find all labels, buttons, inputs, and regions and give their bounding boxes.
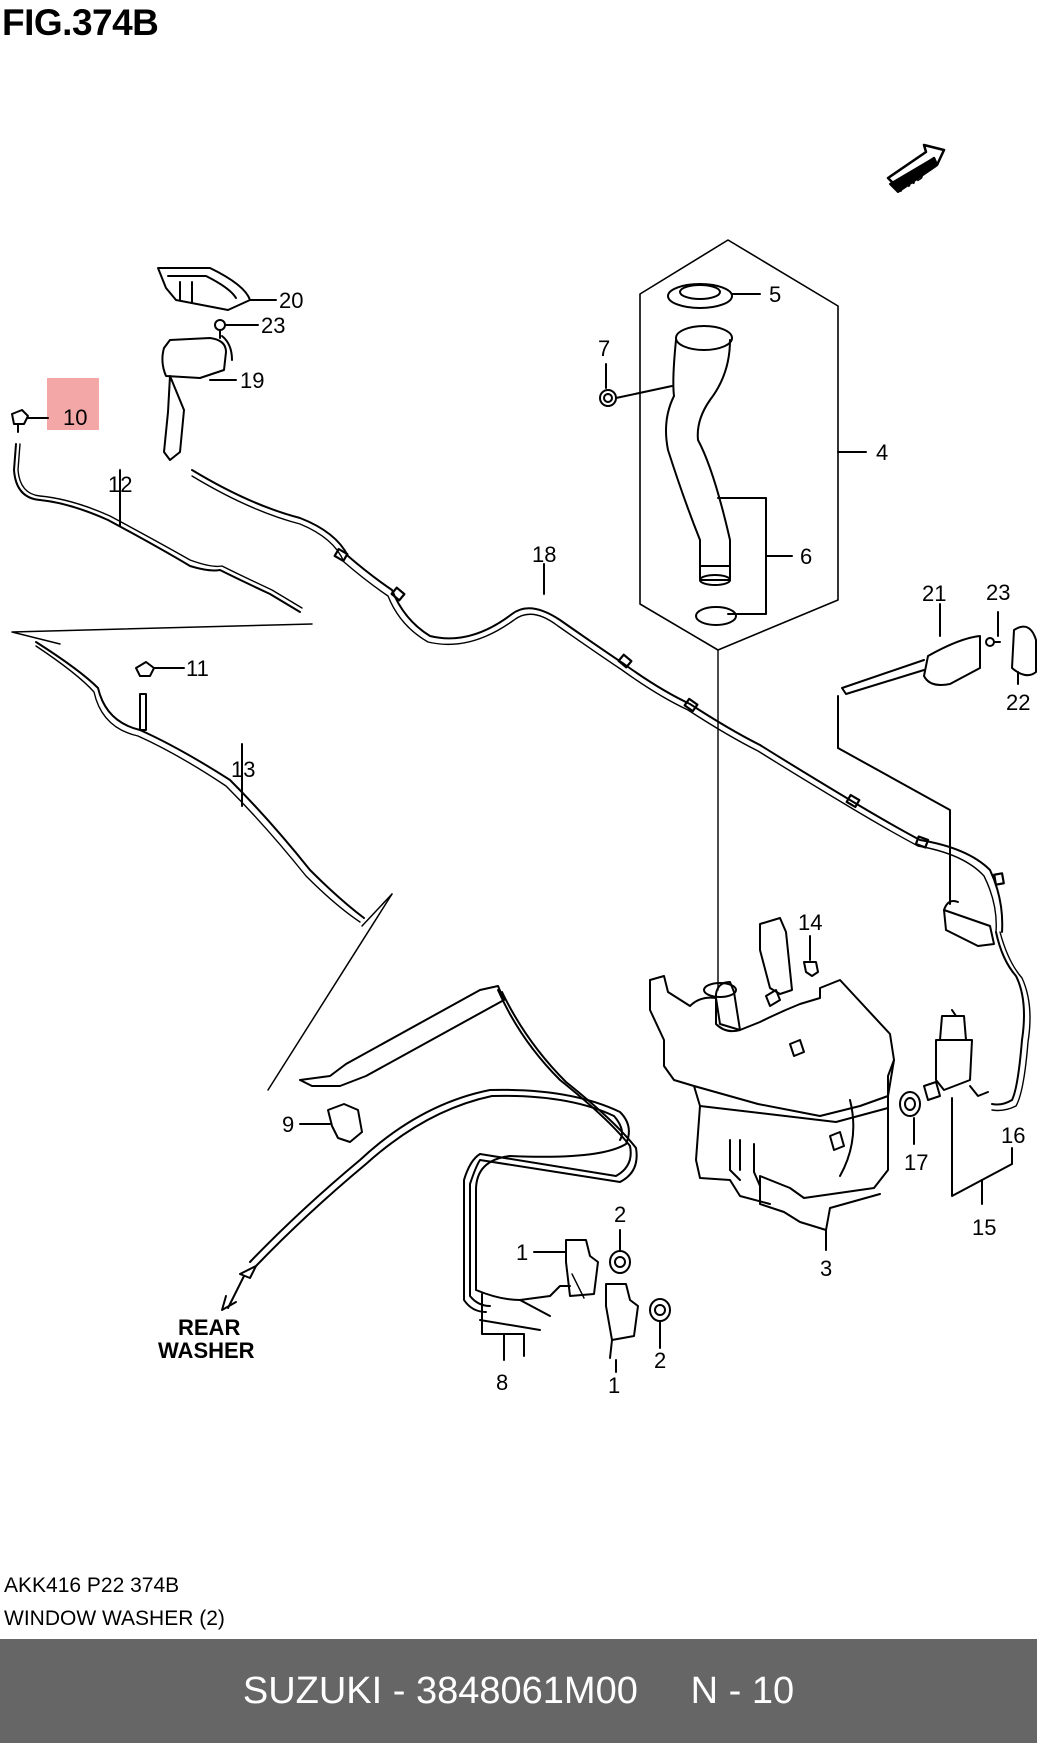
joint-part-10 xyxy=(11,409,49,433)
nozzle-cover-part-20 xyxy=(157,267,277,311)
callout-8: 8 xyxy=(496,1370,508,1395)
callout-1b: 1 xyxy=(608,1373,620,1398)
callout-7: 7 xyxy=(598,336,610,361)
callout-19: 19 xyxy=(240,368,264,393)
cover-part-22 xyxy=(1011,625,1037,685)
callout-23: 23 xyxy=(261,313,285,338)
rear-washer-label-line1: REAR xyxy=(178,1315,240,1340)
grommet-part-2-lower xyxy=(649,1298,671,1349)
rear-washer-label-line2: WASHER xyxy=(158,1338,255,1363)
cap-part-5 xyxy=(667,283,761,309)
nozzle-part-19 xyxy=(161,335,237,461)
bolt-part-14 xyxy=(803,935,819,977)
callout-9: 9 xyxy=(282,1112,294,1137)
callout-17: 17 xyxy=(904,1150,928,1175)
nozzle-part-21 xyxy=(837,603,981,905)
washer-tank-part-3 xyxy=(649,917,895,1251)
callout-23b: 23 xyxy=(986,580,1010,605)
screw-part-23 xyxy=(214,319,259,339)
pump-part-1-upper xyxy=(533,1239,599,1297)
pump-part-15 xyxy=(923,1009,989,1101)
grommet-part-2-upper xyxy=(609,1229,631,1274)
filler-neck-box-part-4 xyxy=(639,239,839,651)
callout-4: 4 xyxy=(876,440,888,465)
diagram-name: WINDOW WASHER (2) xyxy=(4,1607,225,1630)
filler-neck-pipe xyxy=(665,325,733,586)
callout-2b: 2 xyxy=(654,1348,666,1373)
callout-2: 2 xyxy=(614,1202,626,1227)
clip-part-7 xyxy=(599,363,673,407)
highlight-part-10 xyxy=(47,378,99,430)
o-ring-part-6 xyxy=(695,606,737,626)
figure-title: FIG.374B xyxy=(2,2,159,43)
callout-10: 10 xyxy=(63,405,87,430)
joint-part-11 xyxy=(135,661,185,731)
callout-15: 15 xyxy=(972,1215,996,1240)
screw-part-23b xyxy=(985,611,1001,647)
callout-5: 5 xyxy=(769,282,781,307)
footer-position: N - 10 xyxy=(690,1669,795,1712)
footer-bar: SUZUKI - 3848061M00 N - 10 xyxy=(0,1639,1037,1743)
fwd-arrow-icon xyxy=(886,143,946,193)
callout-3: 3 xyxy=(820,1256,832,1281)
callout-21: 21 xyxy=(922,581,946,606)
hose-part-12 xyxy=(13,443,301,613)
callout-6: 6 xyxy=(800,544,812,569)
callout-16: 16 xyxy=(1001,1123,1025,1148)
callout-22: 22 xyxy=(1006,690,1030,715)
callout-1: 1 xyxy=(516,1240,528,1265)
diagram-code: AKK416 P22 374B xyxy=(4,1574,180,1597)
footer-part-number: SUZUKI - 3848061M00 xyxy=(242,1669,638,1712)
callout-18: 18 xyxy=(532,542,556,567)
grommet-part-17 xyxy=(899,1091,921,1145)
callout-11: 11 xyxy=(186,656,209,681)
callout-20: 20 xyxy=(279,288,303,313)
callout-12: 12 xyxy=(108,472,132,497)
callout-13: 13 xyxy=(231,757,255,782)
rear-hoses xyxy=(221,985,638,1361)
clip-part-9 xyxy=(299,1103,363,1143)
parts-diagram: 20 23 19 10 12 11 13 18 5 7 4 6 21 23 22… xyxy=(11,143,1037,1398)
hose-part-18 xyxy=(191,469,1004,933)
pump-part-1-lower xyxy=(605,1283,639,1373)
hose-part-13 xyxy=(35,641,365,919)
callout-14: 14 xyxy=(798,910,822,935)
